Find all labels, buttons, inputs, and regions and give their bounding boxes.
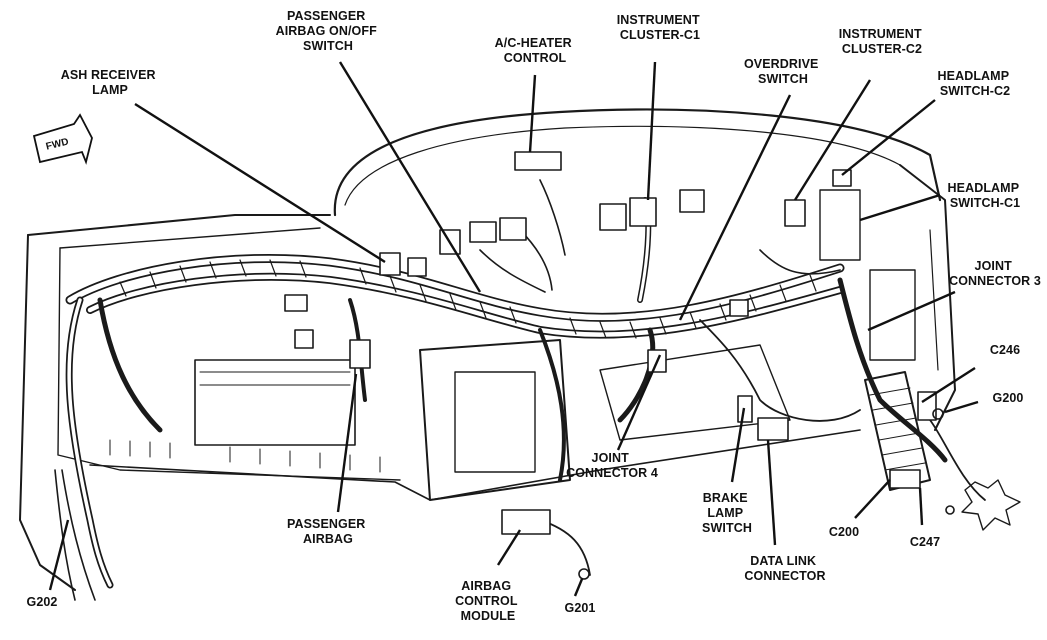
label-c247: C247 (910, 535, 940, 549)
dashboard-illustration (19, 108, 1021, 601)
label-ac-heater-control: A/C-HEATER CONTROL (495, 36, 576, 65)
label-g202: G202 (27, 595, 58, 609)
fwd-arrow-icon: FWD (32, 113, 93, 165)
label-headlamp-switch-c1: HEADLAMP SWITCH-C1 (948, 181, 1023, 210)
fwd-label: FWD (45, 136, 70, 152)
callout-labels: ASH RECEIVER LAMP PASSENGER AIRBAG ON/OF… (27, 9, 1041, 623)
label-g200: G200 (993, 391, 1024, 405)
leader-lines (48, 61, 979, 597)
label-headlamp-switch-c2: HEADLAMP SWITCH-C2 (938, 69, 1013, 98)
label-passenger-airbag: PASSENGER AIRBAG (287, 517, 369, 546)
label-passenger-airbag-switch: PASSENGER AIRBAG ON/OFF SWITCH (276, 9, 381, 53)
label-ash-receiver-lamp: ASH RECEIVER LAMP (61, 68, 160, 97)
label-instrument-cluster-c1: INSTRUMENT CLUSTER-C1 (617, 13, 704, 42)
label-brake-lamp-switch: BRAKE LAMP SWITCH (702, 491, 752, 535)
label-airbag-control-module: AIRBAG CONTROL MODULE (455, 579, 521, 623)
label-instrument-cluster-c2: INSTRUMENT CLUSTER-C2 (839, 27, 926, 56)
label-joint-connector-4: JOINT CONNECTOR 4 (566, 451, 658, 480)
label-c246: C246 (990, 343, 1020, 357)
label-g201: G201 (565, 601, 596, 615)
label-c200: C200 (829, 525, 859, 539)
label-data-link-connector: DATA LINK CONNECTOR (744, 554, 825, 583)
label-overdrive-switch: OVERDRIVE SWITCH (744, 57, 822, 86)
label-joint-connector-3: JOINT CONNECTOR 3 (949, 259, 1041, 288)
